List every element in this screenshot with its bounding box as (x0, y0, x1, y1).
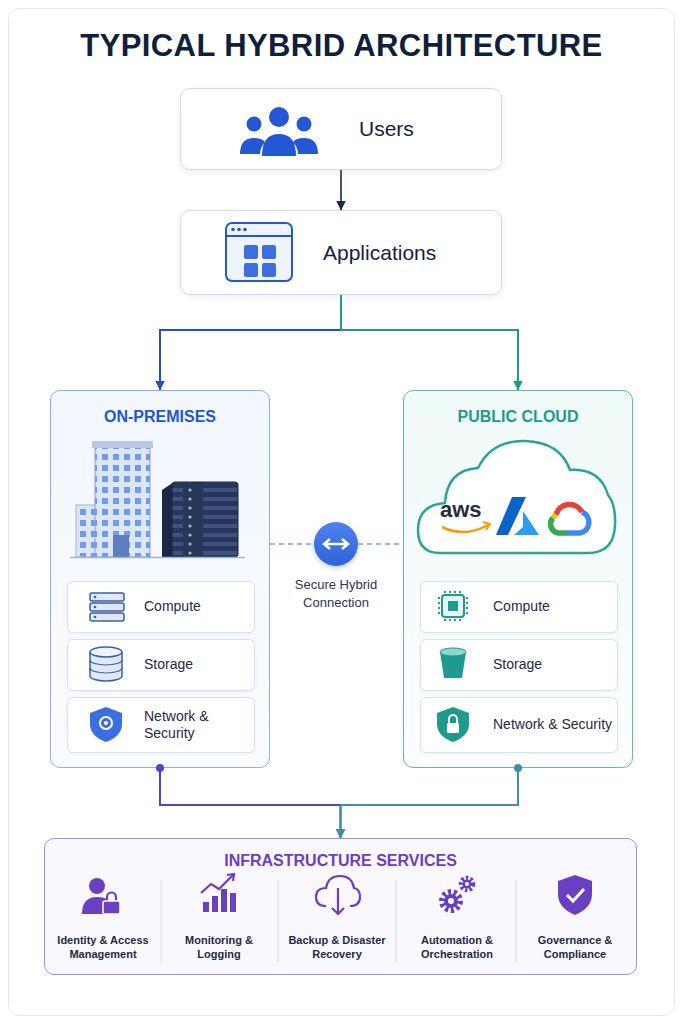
resource-box: Network & Security (420, 697, 618, 753)
node-label: Users (359, 117, 414, 141)
dashed-connector (358, 543, 403, 545)
service-label: Identity & Access Management (47, 933, 159, 962)
group-heading: PUBLIC CLOUD (404, 408, 632, 426)
node-label: Compute (493, 598, 617, 616)
service-label: Monitoring & Logging (163, 933, 275, 962)
dashed-connector (270, 543, 314, 545)
flow-arrow (340, 170, 342, 210)
group-heading: ON-PREMISES (51, 408, 269, 426)
actor-box: Users (180, 88, 502, 170)
node-label: Network & Security (144, 708, 244, 743)
resource-box: Network & Security (67, 697, 255, 753)
connection-circle: Secure Hybrid Connection (314, 522, 358, 566)
service-label: Governance & Compliance (519, 933, 631, 962)
node-label: Compute (144, 598, 244, 616)
node-label: Storage (144, 656, 244, 674)
resource-box: Compute (420, 581, 618, 633)
flow-arrow (341, 295, 518, 390)
resource-box: Storage (420, 639, 618, 691)
flow-arrow (160, 295, 341, 390)
node-label: Storage (493, 656, 617, 674)
diagram-title: TYPICAL HYBRID ARCHITECTURE (0, 28, 683, 64)
resource-box: Compute (67, 581, 255, 633)
flow-arrow (341, 768, 519, 838)
service-label: Automation & Orchestration (401, 933, 513, 962)
group-heading: INFRASTRUCTURE SERVICES (45, 852, 636, 870)
node-label: Network & Security (493, 716, 617, 734)
flow-arrow (160, 768, 341, 838)
node-label: Applications (323, 241, 436, 265)
service-label: Backup & Disaster Recovery (281, 933, 393, 962)
environment-group: ON-PREMISES ComputeStorageNetwork & Secur… (50, 390, 270, 768)
node-label: Secure Hybrid Connection (278, 576, 394, 612)
resource-box: Storage (67, 639, 255, 691)
environment-group: PUBLIC CLOUD ComputeStorageNetwork & Secu… (403, 390, 633, 768)
logo-text: aws (440, 497, 500, 523)
process-box: Applications (180, 210, 502, 295)
